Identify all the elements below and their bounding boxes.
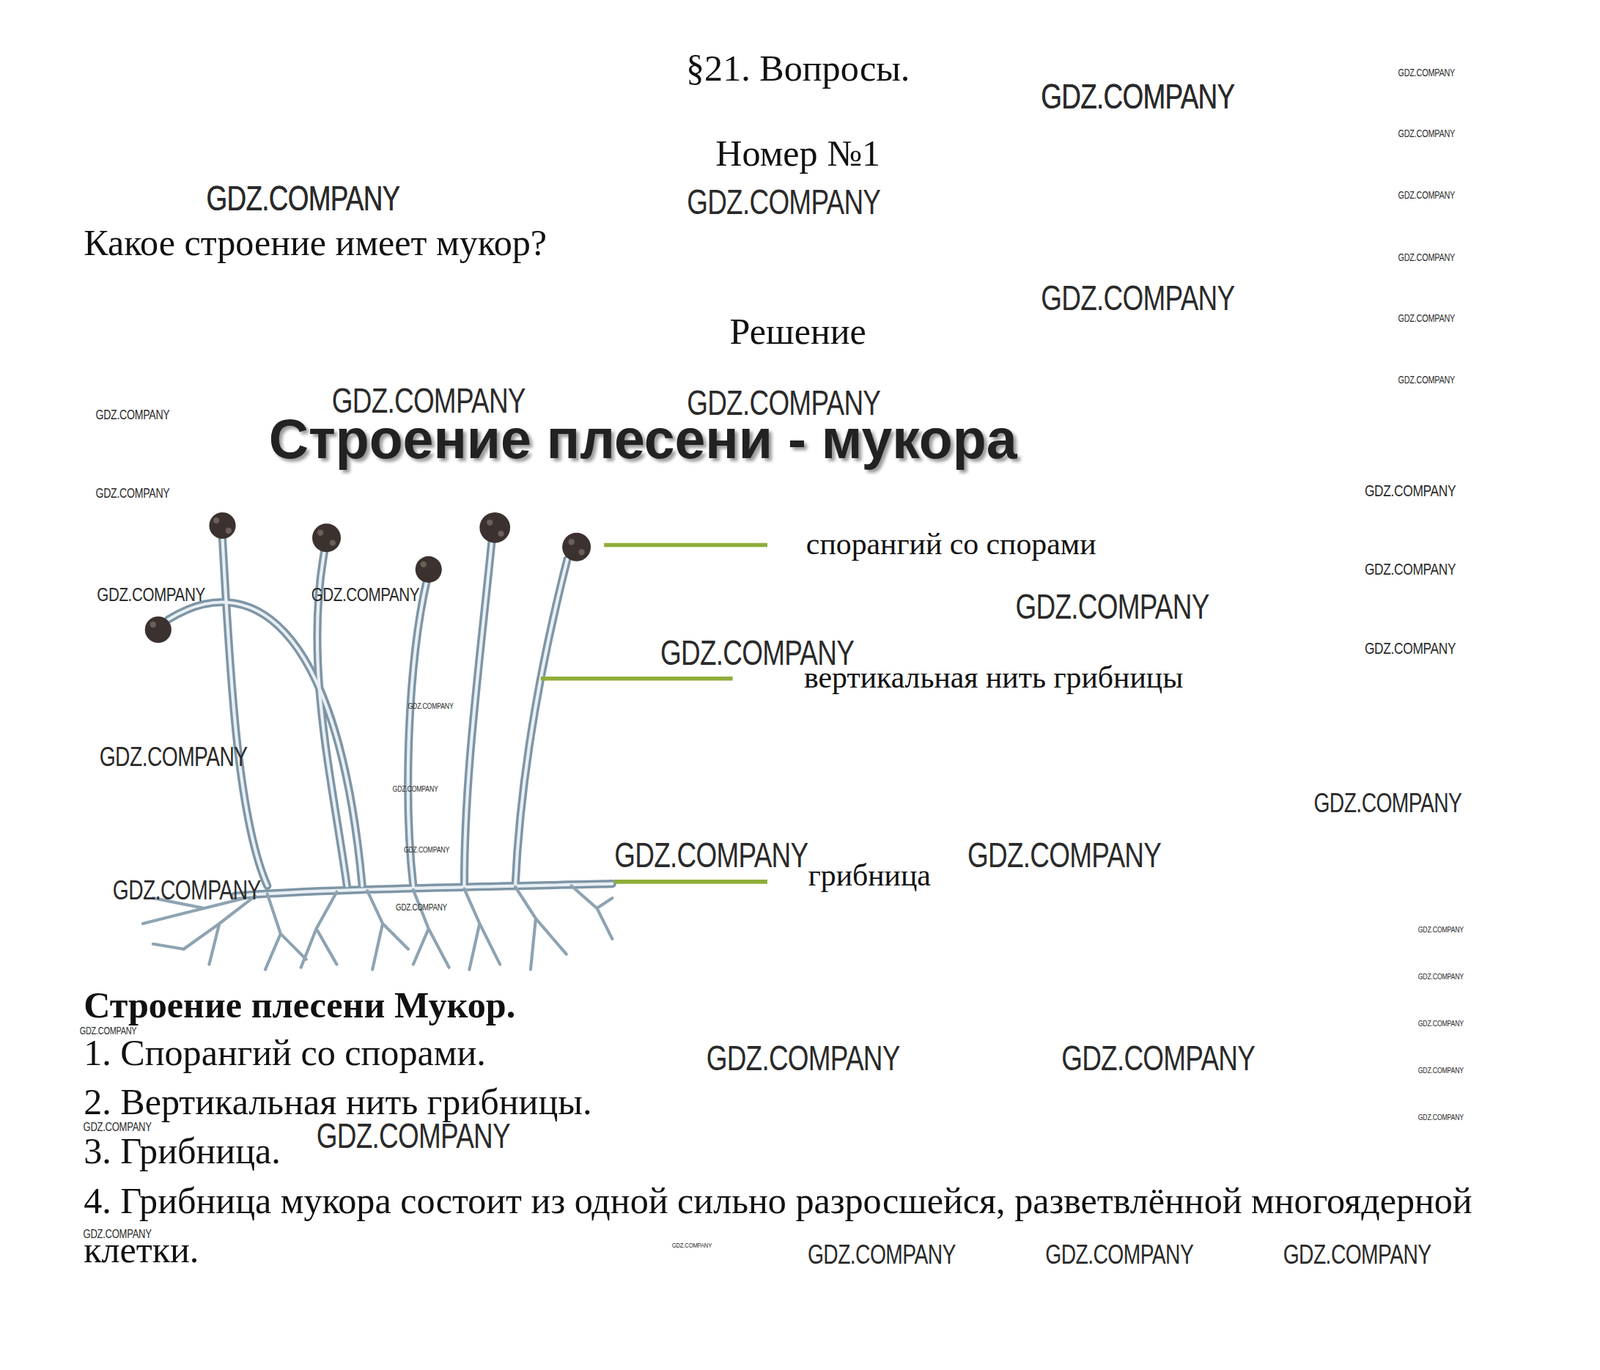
watermark: GDZ.COMPANY: [1418, 924, 1464, 935]
watermark: GDZ.COMPANY: [1364, 639, 1456, 659]
watermark: GDZ.COMPANY: [706, 1038, 901, 1079]
watermark: GDZ.COMPANY: [395, 902, 448, 913]
watermark: GDZ.COMPANY: [1397, 128, 1455, 140]
watermark: GDZ.COMPANY: [1364, 481, 1456, 500]
watermark: GDZ.COMPANY: [79, 1024, 138, 1036]
watermark: GDZ.COMPANY: [1313, 787, 1462, 819]
watermark: GDZ.COMPANY: [112, 875, 261, 907]
watermark: GDZ.COMPANY: [96, 583, 206, 607]
watermark: GDZ.COMPANY: [1397, 66, 1455, 78]
watermark: GDZ.COMPANY: [407, 701, 453, 711]
watermark: GDZ.COMPANY: [686, 182, 881, 223]
watermark: GDZ.COMPANY: [660, 633, 854, 673]
watermark: GDZ.COMPANY: [686, 383, 881, 423]
watermark: GDZ.COMPANY: [96, 406, 171, 423]
watermark: GDZ.COMPANY: [967, 835, 1161, 876]
watermark: GDZ.COMPANY: [614, 835, 808, 876]
watermark: GDZ.COMPANY: [807, 1239, 956, 1271]
problem-number: Номер №1: [715, 131, 881, 175]
watermark: GDZ.COMPANY: [83, 1226, 152, 1241]
watermark: GDZ.COMPANY: [672, 1241, 712, 1249]
watermark: GDZ.COMPANY: [205, 178, 400, 219]
solution-heading: Решение: [730, 310, 867, 353]
watermark: GDZ.COMPANY: [96, 485, 171, 501]
spores: [150, 517, 585, 628]
watermark: GDZ.COMPANY: [1040, 76, 1235, 117]
watermark: GDZ.COMPANY: [332, 381, 526, 421]
answer-item: 1. Спорангий со спорами.: [83, 1031, 486, 1075]
watermark: GDZ.COMPANY: [1364, 559, 1456, 579]
leader-line: [540, 544, 768, 881]
part-name: грибница: [808, 858, 931, 893]
watermark: GDZ.COMPANY: [1045, 1239, 1194, 1271]
sporangium: [145, 512, 591, 643]
watermark: GDZ.COMPANY: [311, 583, 420, 607]
watermark: GDZ.COMPANY: [83, 1119, 152, 1134]
question: Какое строение имеет мукор?: [83, 221, 547, 264]
answer-heading: Строение плесени Мукор.: [83, 983, 516, 1027]
watermark: GDZ.COMPANY: [392, 784, 439, 794]
watermark: GDZ.COMPANY: [1397, 312, 1455, 324]
watermark: GDZ.COMPANY: [1418, 971, 1464, 982]
watermark: GDZ.COMPANY: [1397, 189, 1455, 201]
answer-item: 3. Грибница.: [83, 1129, 281, 1172]
watermark: GDZ.COMPANY: [1283, 1239, 1432, 1271]
watermark: GDZ.COMPANY: [1397, 373, 1455, 385]
part-name: спорангий со спорами: [806, 526, 1097, 561]
watermark: GDZ.COMPANY: [1418, 1112, 1464, 1123]
part-name: вертикальная нить грибницы: [804, 660, 1183, 695]
watermark: GDZ.COMPANY: [99, 740, 248, 773]
watermark: GDZ.COMPANY: [1015, 587, 1210, 627]
watermark: GDZ.COMPANY: [1040, 277, 1235, 318]
page-title: §21. Вопросы.: [686, 46, 910, 90]
watermark: GDZ.COMPANY: [1418, 1018, 1464, 1029]
watermark: GDZ.COMPANY: [1061, 1038, 1255, 1079]
watermark: GDZ.COMPANY: [316, 1115, 511, 1156]
watermark: GDZ.COMPANY: [1397, 251, 1455, 263]
watermark: GDZ.COMPANY: [403, 845, 450, 855]
watermark: GDZ.COMPANY: [1418, 1065, 1464, 1076]
